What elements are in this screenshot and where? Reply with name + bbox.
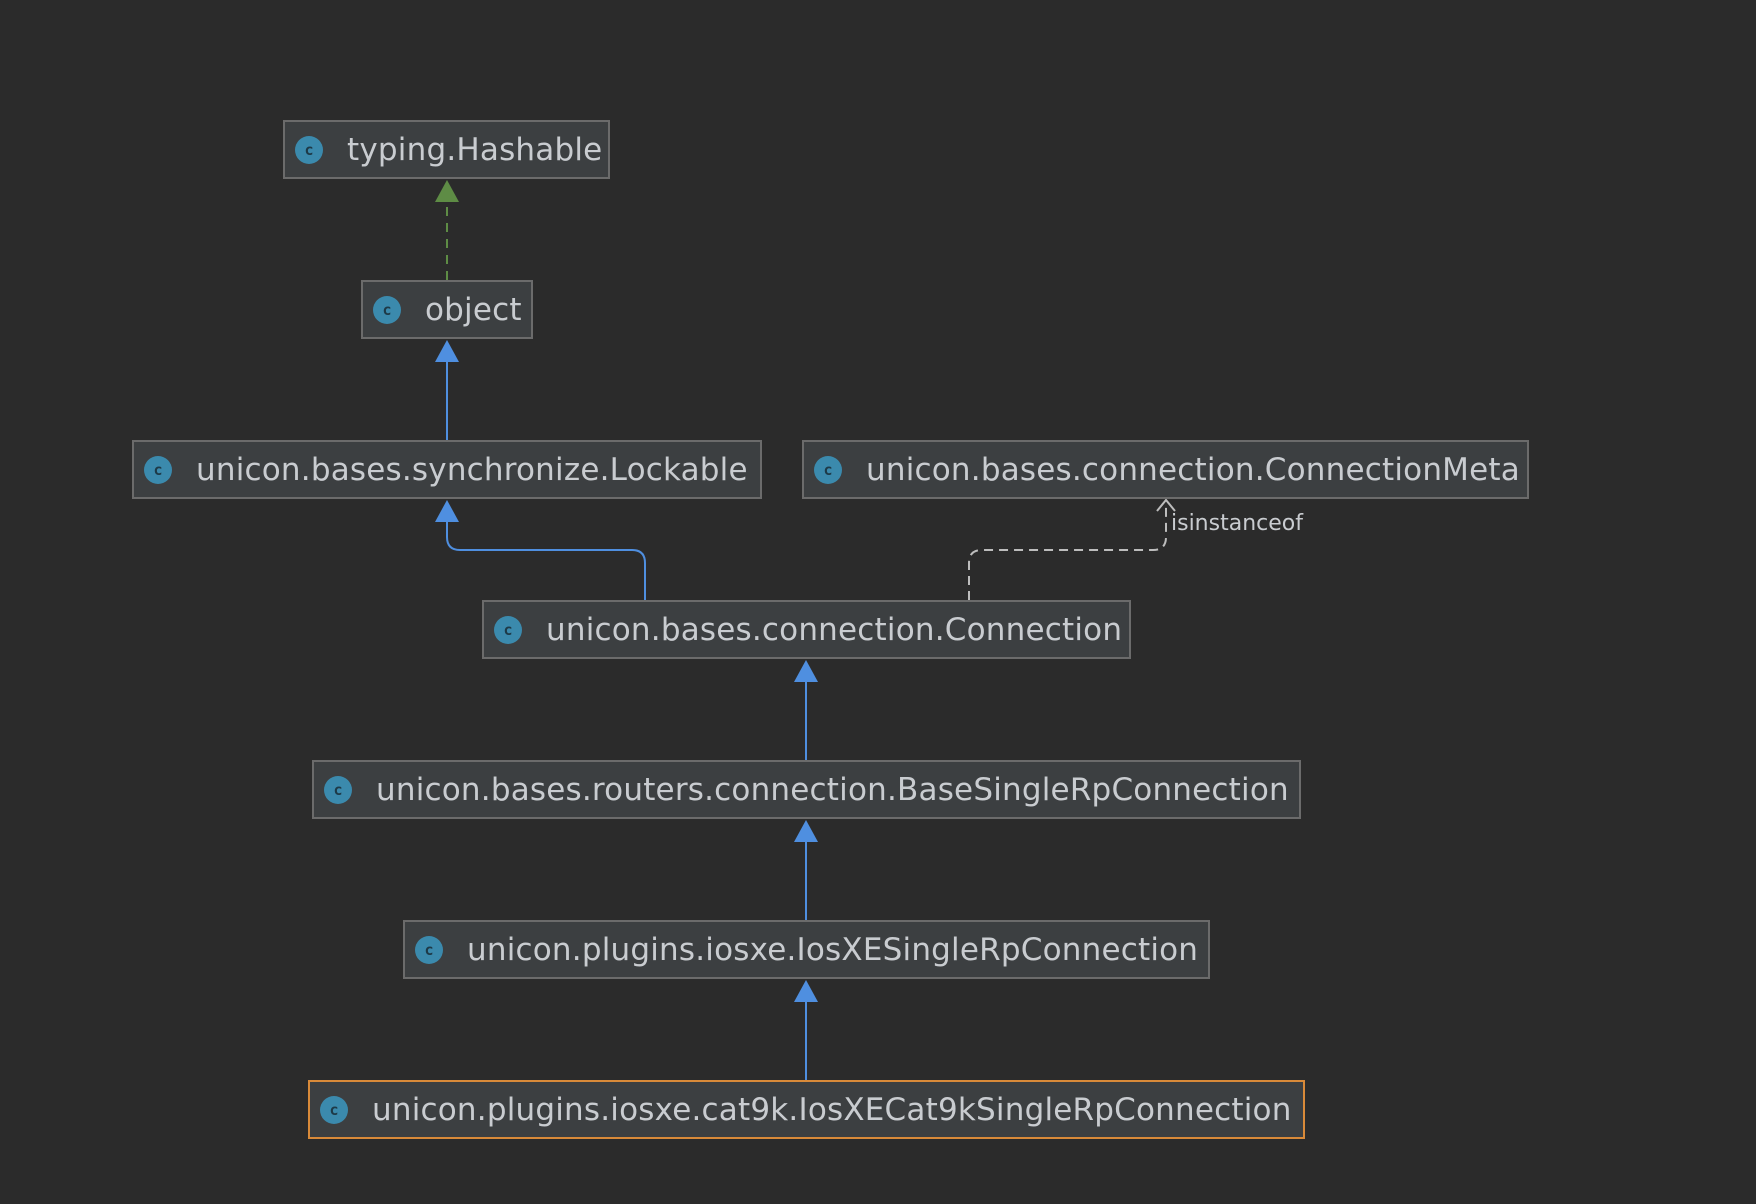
inheritance-arrowhead [794,820,818,842]
class-icon: c [144,455,172,484]
inheritance-arrowhead [794,980,818,1002]
class-name: object [425,291,522,328]
class-node-base-single-rp-connection[interactable]: c unicon.bases.routers.connection.BaseSi… [312,760,1301,819]
edge-connection-extends-lockable [435,500,646,600]
class-icon: c [320,1095,348,1124]
dependency-arrowhead [1156,498,1176,512]
edge-connection-isinstanceof-connectionmeta [968,498,1176,600]
edge-basesinglerp-extends-connection [794,660,818,760]
class-name: unicon.bases.connection.Connection [546,611,1123,648]
inheritance-arrowhead [435,500,459,522]
class-name: unicon.bases.routers.connection.BaseSing… [376,771,1289,808]
edge-object-implements-hashable [435,180,459,280]
class-node-lockable[interactable]: c unicon.bases.synchronize.Lockable [132,440,762,499]
class-icon: c [373,295,401,324]
class-name: unicon.bases.synchronize.Lockable [196,451,748,488]
class-node-connection-meta[interactable]: c unicon.bases.connection.ConnectionMeta [802,440,1529,499]
edge-cat9k-extends-iosxesinglerp [794,980,818,1080]
edge-lockable-extends-object [435,340,459,440]
implements-arrowhead [435,180,459,202]
isinstanceof-edge-label: isinstanceof [1171,511,1303,536]
class-name: unicon.plugins.iosxe.cat9k.IosXECat9kSin… [372,1091,1292,1128]
class-icon: c [295,135,323,164]
class-icon: c [415,935,443,964]
class-node-iosxe-single-rp-connection[interactable]: c unicon.plugins.iosxe.IosXESingleRpConn… [403,920,1210,979]
inheritance-arrowhead [794,660,818,682]
class-node-typing-hashable[interactable]: c typing.Hashable [283,120,610,179]
class-name: typing.Hashable [347,131,603,168]
class-node-connection[interactable]: c unicon.bases.connection.Connection [482,600,1131,659]
class-node-object[interactable]: c object [361,280,533,339]
class-node-iosxe-cat9k-single-rp-connection[interactable]: c unicon.plugins.iosxe.cat9k.IosXECat9kS… [308,1080,1305,1139]
class-name: unicon.plugins.iosxe.IosXESingleRpConnec… [467,931,1199,968]
class-icon: c [494,615,522,644]
class-name: unicon.bases.connection.ConnectionMeta [866,451,1520,488]
class-icon: c [324,775,352,804]
edge-iosxesinglerp-extends-basesinglerp [794,820,818,920]
inheritance-arrowhead [435,340,459,362]
class-icon: c [814,455,842,484]
